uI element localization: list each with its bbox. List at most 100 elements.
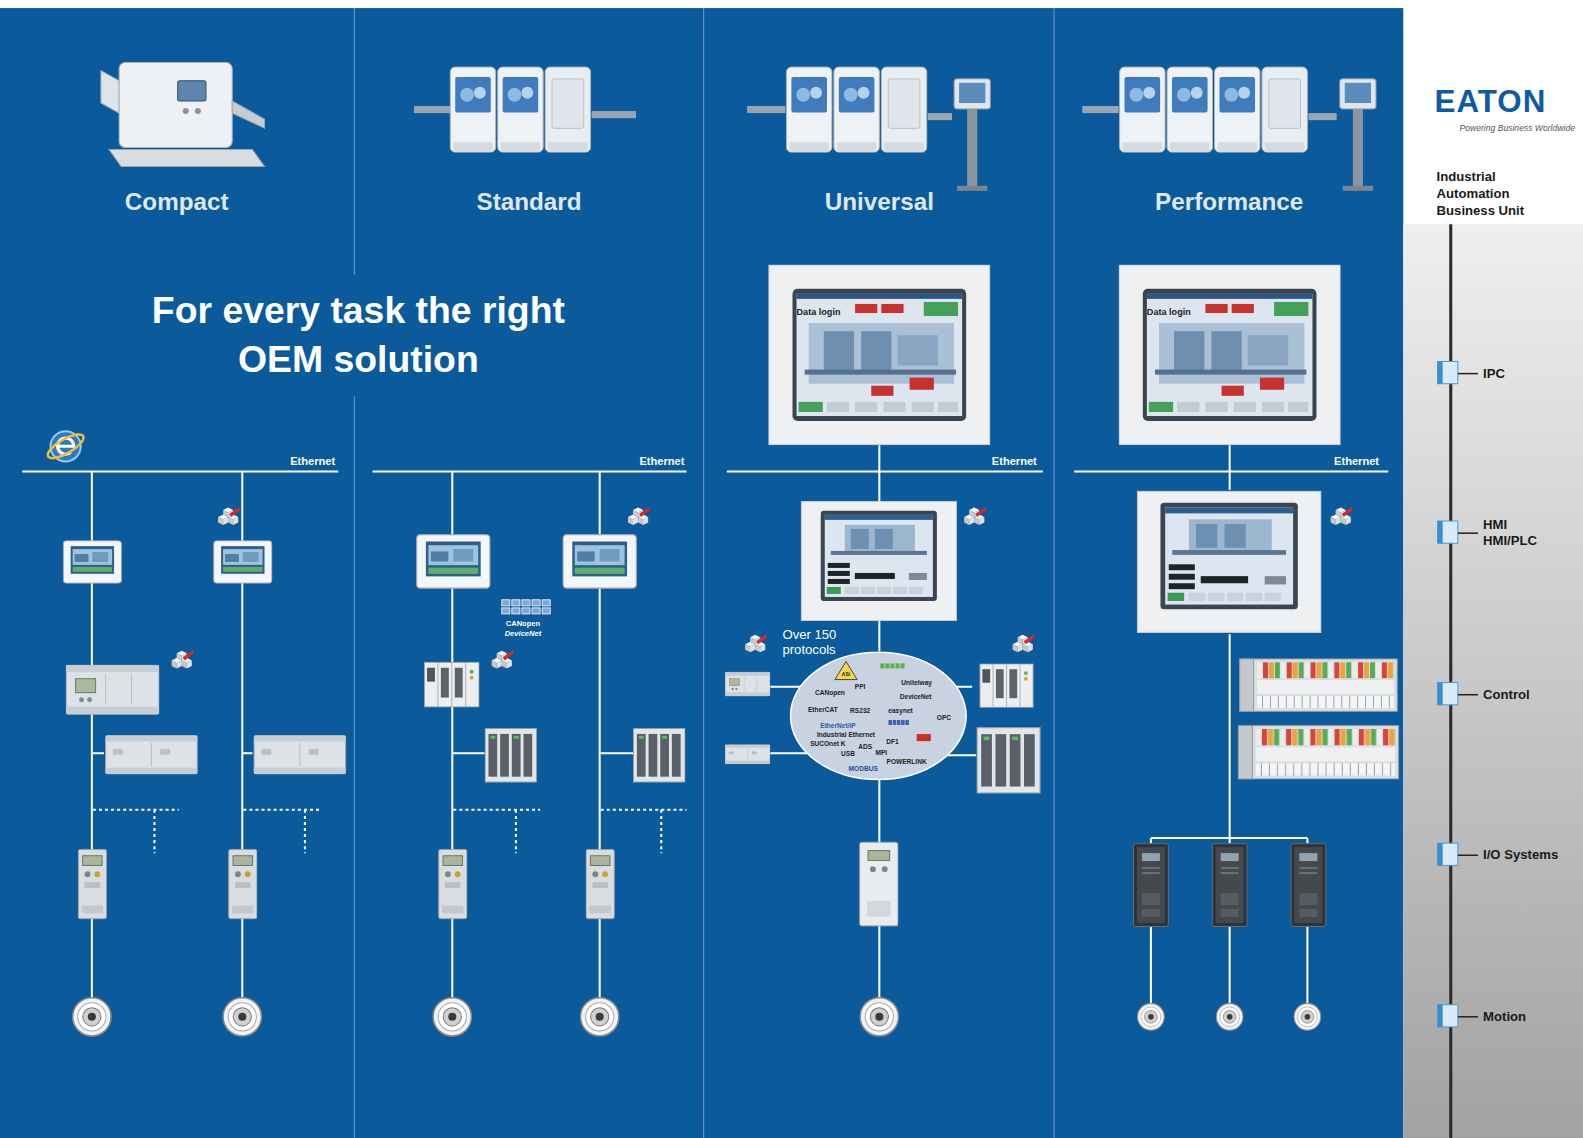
easy-logo-block [895, 663, 899, 668]
expansion-module [106, 736, 198, 774]
screen-caption: Data login [797, 307, 841, 318]
servo-motor [1294, 1003, 1321, 1030]
layer-icon [1438, 361, 1458, 383]
protocol-name: SUCOnet K [810, 741, 845, 748]
hmi-panel [63, 541, 121, 583]
machine-button [183, 108, 189, 114]
universal-machine [747, 67, 990, 191]
layer-tick [1458, 532, 1478, 534]
software-cubes [492, 650, 514, 668]
protocol-name: DF1 [886, 739, 898, 746]
frequency-drive-large [860, 842, 898, 926]
layer-panel [1403, 224, 1583, 1138]
hmi-panel [563, 535, 636, 589]
browser-orbit [45, 430, 87, 462]
machine-chute [232, 101, 264, 128]
easy-logo-block [880, 663, 884, 668]
frequency-drive [78, 849, 106, 918]
machine-base [109, 149, 264, 166]
protocol-name: ADS [858, 744, 872, 751]
logo-block [905, 720, 909, 725]
io-rack [1238, 726, 1399, 780]
modular-plc [425, 662, 480, 707]
layer-icon [1438, 1005, 1458, 1027]
panel-housing [1340, 79, 1376, 109]
layer-tick [1458, 373, 1478, 375]
machine-module [545, 67, 590, 152]
easy-logo-block [885, 663, 889, 668]
standard-machine [414, 67, 636, 152]
tier-column: Standard [354, 8, 703, 1138]
protocol-name: POWERLINK [887, 759, 927, 766]
motor [73, 998, 111, 1036]
tier-heading: Universal [705, 188, 1054, 216]
motor [581, 998, 619, 1036]
asi-logo [835, 661, 857, 679]
easy-controller [725, 672, 770, 696]
machine-hopper [101, 71, 119, 113]
easy-logo-block [890, 663, 894, 668]
frequency-drive [439, 849, 467, 918]
protocol-name: Industrial Ethernet [817, 732, 875, 739]
io-module [977, 728, 1040, 793]
layer-icon-edge [1438, 683, 1443, 705]
column-divider [354, 396, 355, 1138]
frequency-drive [229, 849, 257, 918]
hmi-panel [417, 535, 490, 589]
network-wires [22, 445, 1388, 1004]
layer-icon-edge [1438, 1005, 1443, 1027]
machine-conveyor [928, 113, 952, 120]
blue-ground [0, 8, 1403, 1138]
logo-block [502, 600, 510, 606]
software-cubes [1331, 507, 1353, 525]
layer-icon [1438, 521, 1458, 543]
protocol-name: EtherNet/IP [820, 723, 855, 730]
ipc-screen-box: Data login [1119, 265, 1341, 446]
layer-icon-edge [1438, 361, 1443, 383]
software-cubes [172, 650, 194, 668]
fieldbus-logo-text: CANopen [483, 619, 564, 628]
expansion-module [725, 745, 770, 764]
dotted-wire [93, 810, 321, 853]
tier-column: Compact [0, 8, 353, 1138]
brand-tagline: Powering Business Worldwide [1411, 123, 1575, 133]
machine-conveyor [747, 106, 785, 113]
bus-label: Ethernet [604, 455, 685, 468]
performance-devices [1119, 265, 1399, 1030]
machine-conveyor [1308, 113, 1336, 120]
protocol-name: DeviceNet [900, 693, 932, 700]
standard-devices [417, 507, 685, 1036]
layer-label: HMI HMI/PLC [1483, 517, 1548, 549]
panel-housing [954, 79, 990, 109]
servo-drive [1291, 844, 1326, 927]
protocol-name: RS232 [850, 708, 870, 715]
protocol-name: OPC [937, 715, 951, 722]
page-title: For every task the right OEM solution [111, 287, 606, 384]
logo-block [532, 600, 540, 606]
column-divider [703, 8, 704, 1138]
protocol-name: CANopen [815, 690, 845, 697]
device-wire [770, 445, 976, 999]
protocol-name: easynet [888, 708, 912, 715]
layer-tick [1458, 1016, 1478, 1018]
protocol-ellipse-shape [790, 652, 966, 779]
ipc-screen-box: Data login [768, 265, 990, 446]
machine-module [1214, 67, 1259, 152]
layer-marks [1438, 361, 1478, 1026]
frequency-drive [586, 849, 614, 918]
compact-machine [101, 63, 265, 167]
tier-heading: Compact [0, 188, 353, 216]
layer-label: I/O Systems [1483, 847, 1558, 863]
software-cubes [745, 634, 767, 652]
protocol-name: EtherCAT [808, 707, 838, 714]
browser-icon [45, 430, 87, 462]
ethernet-bus [22, 471, 338, 473]
protocol-name: PPI [855, 684, 866, 691]
optional-wires [93, 810, 687, 853]
software-cubes [218, 507, 240, 525]
brand-logo: EATON [1435, 85, 1547, 119]
servo-drive [1133, 844, 1168, 927]
panel-screen [1345, 83, 1371, 103]
